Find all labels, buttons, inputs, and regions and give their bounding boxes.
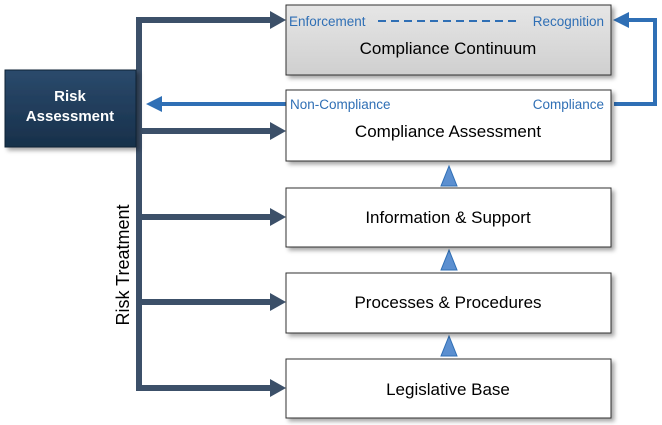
legislative-base-label: Legislative Base: [386, 380, 510, 399]
risk-assessment-box: Risk Assessment: [4, 69, 137, 148]
up-arrow-1-icon: [440, 164, 458, 187]
risk-assessment-line2: Assessment: [26, 108, 114, 125]
risk-treatment-connectors: [136, 11, 286, 397]
arrowhead-to-continuum: [270, 11, 286, 29]
arrowhead-to-information: [270, 208, 286, 226]
information-support-label: Information & Support: [365, 208, 531, 227]
non-compliance-arrowhead: [146, 96, 162, 112]
arrowhead-to-legislative: [270, 379, 286, 397]
risk-treatment-label: Risk Treatment: [113, 204, 133, 325]
up-arrow-2-icon: [440, 248, 458, 271]
information-support-box: Information & Support: [285, 187, 612, 248]
legislative-base-box: Legislative Base: [285, 358, 612, 419]
assessment-right-label: Compliance: [533, 97, 604, 112]
arrowhead-to-assessment: [270, 122, 286, 140]
arrowhead-to-processes: [270, 293, 286, 311]
recognition-arrowhead: [613, 12, 629, 28]
assessment-title: Compliance Assessment: [355, 122, 541, 141]
processes-procedures-box: Processes & Procedures: [285, 272, 612, 334]
processes-procedures-label: Processes & Procedures: [354, 293, 541, 312]
continuum-title: Compliance Continuum: [360, 39, 537, 58]
up-arrow-3-icon: [440, 334, 458, 357]
compliance-assessment-box: Non-Compliance Compliance Compliance Ass…: [285, 89, 612, 162]
recognition-loop-line: [614, 18, 657, 106]
continuum-right-label: Recognition: [533, 14, 604, 29]
feedback-arrows: [146, 12, 657, 112]
assessment-left-label: Non-Compliance: [290, 97, 391, 112]
risk-assessment-line1: Risk: [54, 88, 86, 105]
compliance-continuum-box: Enforcement Recognition Compliance Conti…: [285, 4, 612, 76]
continuum-left-label: Enforcement: [289, 14, 366, 29]
